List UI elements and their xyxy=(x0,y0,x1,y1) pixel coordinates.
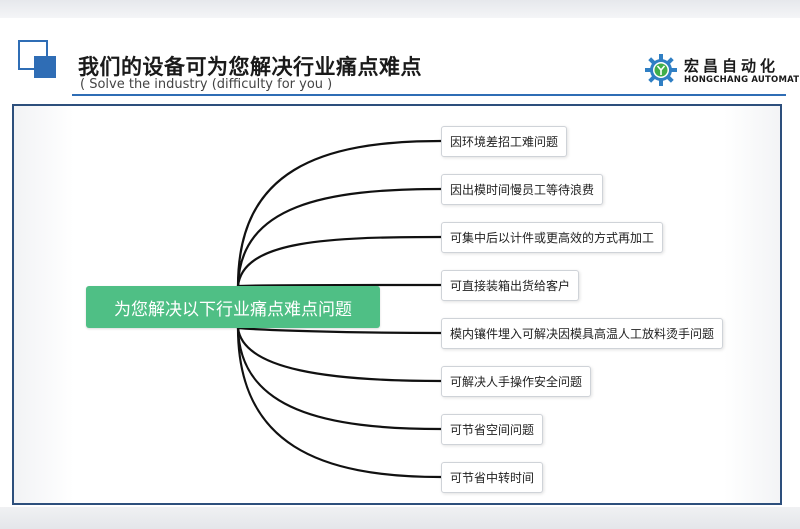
top-strip xyxy=(0,0,800,18)
brand-name-en: HONGCHANG AUTOMATION xyxy=(684,75,800,85)
gear-logo-icon xyxy=(645,54,677,86)
branch-node-8: 可节省中转时间 xyxy=(441,462,544,493)
page-subtitle: ( Solve the industry (difficulty for you… xyxy=(80,77,333,92)
branch-node-3: 可集中后以计件或更高效的方式再加工 xyxy=(441,222,664,253)
title-logo-icon xyxy=(18,40,58,80)
branch-node-5: 模内镶件埋入可解决因模具高温人工放料烫手问题 xyxy=(441,318,724,349)
center-node: 为您解决以下行业痛点难点问题 xyxy=(86,286,380,328)
branch-node-2: 因出模时间慢员工等待浪费 xyxy=(441,174,604,205)
branch-node-4: 可直接装箱出货给客户 xyxy=(441,270,580,301)
page-title: 我们的设备可为您解决行业痛点难点 xyxy=(78,55,422,79)
bottom-strip xyxy=(0,507,800,529)
header-divider xyxy=(72,94,786,96)
branch-node-6: 可解决人手操作安全问题 xyxy=(441,366,592,397)
branch-node-7: 可节省空间问题 xyxy=(441,414,544,445)
header xyxy=(0,18,800,98)
brand-name-cn: 宏昌自动化 xyxy=(684,57,780,75)
branch-node-1: 因环境差招工难问题 xyxy=(441,126,568,157)
